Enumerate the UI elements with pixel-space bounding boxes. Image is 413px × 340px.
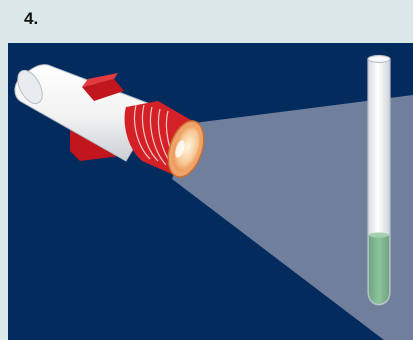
- illustration-panel: [8, 43, 413, 340]
- tube-liquid: [369, 235, 389, 304]
- illustration-svg: [8, 43, 413, 340]
- step-number: 4.: [24, 8, 38, 30]
- test-tube-icon: [368, 56, 390, 305]
